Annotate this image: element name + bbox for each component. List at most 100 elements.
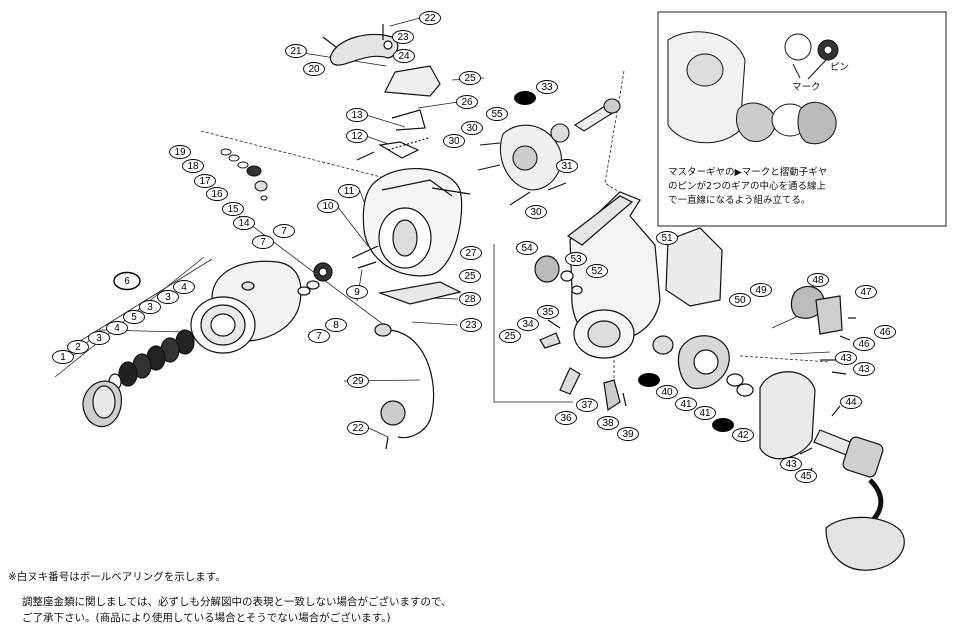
part-callout-p46b: 46 [853, 337, 875, 351]
callout-ellipse [459, 292, 481, 306]
callout-label: 43 [858, 364, 870, 375]
callout-label: 30 [530, 207, 542, 218]
part-callout-p3: 3 [88, 331, 110, 345]
callout-ellipse [67, 340, 89, 354]
part-callout-p43a: 43 [835, 351, 857, 365]
part-callout-p40: 40 [656, 385, 678, 399]
callout-label: 47 [860, 287, 872, 298]
callout-label: 9 [354, 287, 360, 298]
part-callout-p10: 10 [317, 199, 339, 213]
callout-ellipse [525, 205, 547, 219]
part-callout-p16: 16 [206, 187, 228, 201]
part-callout-p17: 17 [194, 174, 216, 188]
footnote-washers-2: ご了承下さい。(商品により使用している場合とそうでない場合がございます。) [22, 612, 391, 624]
gear-handle-assembly [652, 285, 905, 571]
callout-label: 41 [680, 399, 692, 410]
inset-caption-line-2: のピンが2つのギアの中心を通る線上 [668, 181, 827, 192]
footnote-bearing: ※白ヌキ番号はボールベアリングを示します。 [8, 571, 226, 583]
callout-ellipse [537, 305, 559, 319]
callout-label: 31 [561, 161, 573, 172]
callout-ellipse [325, 318, 347, 332]
part-callout-p30b: 30 [443, 134, 465, 148]
callout-ellipse [536, 80, 558, 94]
callout-label: 36 [560, 413, 572, 424]
pinion-retainer [477, 98, 621, 206]
part-callout-p7a: 7 [252, 235, 274, 249]
part-callout-p54: 54 [516, 241, 538, 255]
part-callout-p6: 6 [113, 271, 141, 291]
part-callout-p30c: 30 [525, 205, 547, 219]
callout-label: 22 [424, 13, 436, 24]
callout-ellipse [732, 428, 754, 442]
part-callout-p51: 51 [656, 231, 678, 245]
callout-label: 29 [352, 376, 364, 387]
callout-label: 21 [290, 46, 302, 57]
part-callout-p4b: 4 [173, 280, 195, 294]
callout-ellipse [729, 293, 751, 307]
callout-ellipse [656, 231, 678, 245]
callout-label: 46 [858, 339, 870, 350]
callout-label: 52 [591, 266, 603, 277]
part-callout-p29: 29 [347, 374, 369, 388]
callout-label: 39 [622, 429, 634, 440]
callout-ellipse [795, 469, 817, 483]
part-callout-p36: 36 [555, 411, 577, 425]
callout-label: 5 [131, 312, 137, 323]
callout-label: 46 [879, 327, 891, 338]
callout-label: 28 [464, 294, 476, 305]
part-callout-p20: 20 [303, 62, 325, 76]
callout-label: 43 [840, 353, 852, 364]
callout-ellipse [106, 321, 128, 335]
inset-label-pin: ピン [830, 62, 850, 73]
callout-ellipse [206, 187, 228, 201]
callout-ellipse [617, 427, 639, 441]
callout-ellipse [517, 317, 539, 331]
callout-ellipse [835, 351, 857, 365]
callout-ellipse [459, 71, 481, 85]
part-callout-p48: 48 [807, 273, 829, 287]
callout-label: 49 [755, 285, 767, 296]
part-callout-p15: 15 [222, 202, 244, 216]
callout-label: 48 [812, 275, 824, 286]
part-callout-p38: 38 [597, 416, 619, 430]
callout-ellipse [499, 329, 521, 343]
callout-ellipse [173, 280, 195, 294]
callout-label: 3 [96, 333, 102, 344]
callout-label: 53 [570, 254, 582, 265]
part-callout-p22a: 22 [419, 11, 441, 25]
callout-ellipse [308, 329, 330, 343]
callout-label: 4 [181, 282, 187, 293]
part-callout-p3c: 3 [157, 290, 179, 304]
callout-ellipse [780, 457, 802, 471]
callout-ellipse [123, 310, 145, 324]
callout-label: 30 [466, 123, 478, 134]
callout-label: 13 [351, 110, 363, 121]
callout-label: 50 [734, 295, 746, 306]
callout-label: 32 [717, 420, 729, 431]
callout-label: 25 [464, 271, 476, 282]
part-callout-p23b: 23 [460, 318, 482, 332]
part-callout-p7b: 7 [273, 224, 295, 238]
callout-ellipse [233, 216, 255, 230]
callout-label: 4 [114, 323, 120, 334]
callout-ellipse [52, 350, 74, 364]
callout-label: 43 [785, 459, 797, 470]
part-callout-p21: 21 [285, 44, 307, 58]
part-callout-p31: 31 [556, 159, 578, 173]
callout-label: 8 [333, 320, 339, 331]
callout-label: 11 [344, 186, 355, 197]
part-callout-p34: 34 [517, 317, 539, 331]
callout-label: 42 [737, 430, 749, 441]
callout-ellipse [273, 224, 295, 238]
callout-ellipse [252, 235, 274, 249]
callout-ellipse [113, 271, 141, 291]
callout-label: 25 [504, 331, 516, 342]
callout-label: 27 [465, 248, 477, 259]
callout-label: 23 [465, 320, 477, 331]
callout-ellipse [638, 373, 660, 387]
callout-label: 23 [397, 32, 409, 43]
part-callout-p41b: 41 [694, 406, 716, 420]
part-callout-p11: 11 [338, 184, 360, 198]
callout-ellipse [656, 385, 678, 399]
callout-label: 1 [60, 352, 66, 363]
